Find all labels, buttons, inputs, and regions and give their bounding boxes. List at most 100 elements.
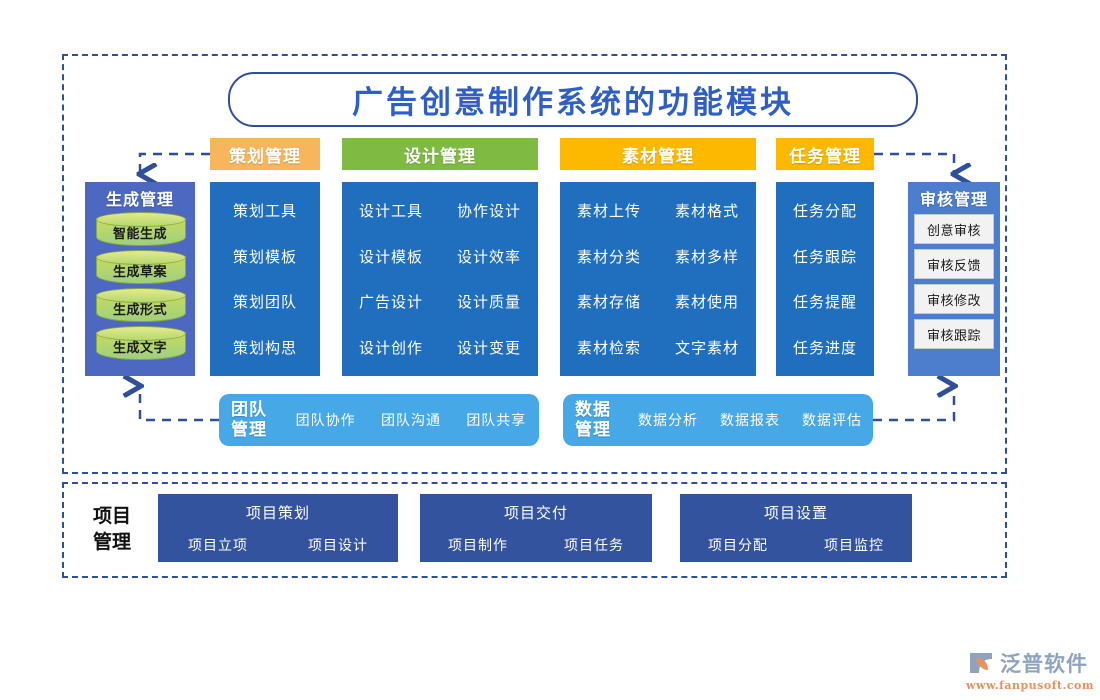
feature-cell[interactable]: 文字素材 — [674, 338, 739, 357]
table-row: 设计模板 设计效率 — [342, 234, 538, 280]
feature-cell[interactable]: 素材使用 — [674, 293, 739, 312]
cylinder-item[interactable]: 生成形式 — [96, 288, 186, 324]
feature-cell[interactable]: 任务提醒 — [792, 293, 857, 312]
cylinder-label: 智能生成 — [112, 227, 167, 242]
feature-cell[interactable]: 策划工具 — [232, 202, 297, 221]
team-item[interactable]: 团队协作 — [295, 413, 356, 429]
feature-cell[interactable]: 素材分类 — [576, 247, 641, 266]
table-row: 任务分配 — [776, 188, 874, 234]
module-audit[interactable]: 审核管理 创意审核 审核反馈 审核修改 审核跟踪 — [908, 182, 1000, 376]
feature-cell[interactable]: 设计变更 — [456, 338, 521, 357]
data-item[interactable]: 数据分析 — [638, 413, 698, 429]
module-team-title: 团队管理 — [231, 400, 267, 440]
feature-cell[interactable]: 任务跟踪 — [792, 247, 857, 266]
column-header-label: 任务管理 — [789, 146, 861, 167]
module-data[interactable]: 数据管理 数据分析 数据报表 数据评估 — [563, 394, 873, 446]
brand-logo: 泛普软件 www.fanpusoft.com — [966, 648, 1094, 694]
table-row: 策划团队 — [210, 279, 320, 325]
feature-cell[interactable]: 设计质量 — [456, 293, 521, 312]
project-sub-item[interactable]: 项目设计 — [308, 537, 368, 554]
table-row: 策划模板 — [210, 234, 320, 280]
feature-cell[interactable]: 策划团队 — [232, 293, 297, 312]
cylinder-label: 生成形式 — [112, 303, 167, 318]
feature-cell[interactable]: 素材上传 — [576, 202, 641, 221]
cylinder-item[interactable]: 智能生成 — [96, 212, 186, 248]
logo-row: 泛普软件 — [966, 648, 1094, 678]
module-data-title: 数据管理 — [575, 400, 611, 440]
feature-cell[interactable]: 策划模板 — [232, 247, 297, 266]
feature-cell[interactable]: 设计工具 — [358, 202, 423, 221]
feature-cell[interactable]: 任务分配 — [792, 202, 857, 221]
column-header-task[interactable]: 任务管理 — [776, 138, 874, 170]
project-label-line2: 管理 — [92, 531, 131, 553]
feature-cell[interactable]: 广告设计 — [358, 293, 423, 312]
module-generate-title: 生成管理 — [105, 190, 174, 209]
column-body-material: 素材上传 素材格式 素材分类 素材多样 素材存储 素材使用 素材检索 文字素材 — [560, 182, 756, 376]
audit-item[interactable]: 审核修改 — [914, 284, 994, 314]
feature-cell[interactable]: 素材存储 — [576, 293, 641, 312]
cylinder-top — [96, 250, 186, 265]
table-row: 任务提醒 — [776, 279, 874, 325]
table-row: 设计创作 设计变更 — [342, 325, 538, 371]
data-item[interactable]: 数据评估 — [802, 413, 862, 429]
column-header-material[interactable]: 素材管理 — [560, 138, 756, 170]
project-sub-item[interactable]: 项目监控 — [824, 537, 884, 554]
column-header-label: 素材管理 — [622, 146, 694, 167]
feature-cell[interactable]: 协作设计 — [456, 202, 521, 221]
project-sub-item[interactable]: 项目任务 — [564, 537, 624, 554]
table-row: 素材存储 素材使用 — [560, 279, 756, 325]
logo-url: www.fanpusoft.com — [966, 679, 1095, 692]
main-dashed-frame — [62, 54, 1007, 474]
cylinder-item[interactable]: 生成草案 — [96, 250, 186, 286]
audit-item[interactable]: 创意审核 — [914, 214, 994, 244]
module-data-items: 数据分析 数据报表 数据评估 — [627, 410, 873, 430]
table-row: 素材检索 文字素材 — [560, 325, 756, 371]
cylinder-top — [96, 326, 186, 341]
audit-item[interactable]: 审核反馈 — [914, 249, 994, 279]
project-box-subs: 项目制作 项目任务 — [420, 535, 652, 555]
audit-item[interactable]: 审核跟踪 — [914, 319, 994, 349]
page-title: 广告创意制作系统的功能模块 — [352, 85, 794, 121]
feature-cell[interactable]: 素材格式 — [674, 202, 739, 221]
column-header-label: 策划管理 — [229, 146, 301, 167]
logo-name: 泛普软件 — [1000, 652, 1088, 676]
project-box-delivery[interactable]: 项目交付 项目制作 项目任务 — [420, 494, 652, 562]
project-sub-item[interactable]: 项目立项 — [188, 537, 248, 554]
table-row: 任务跟踪 — [776, 234, 874, 280]
module-team[interactable]: 团队管理 团队协作 团队沟通 团队共享 — [219, 394, 539, 446]
module-generate[interactable]: 生成管理 智能生成 生成草案 生成形式 生成文字 — [85, 182, 195, 376]
column-header-design[interactable]: 设计管理 — [342, 138, 538, 170]
cylinder-top — [96, 288, 186, 303]
team-item[interactable]: 团队沟通 — [380, 413, 441, 429]
project-box-title: 项目交付 — [503, 503, 568, 522]
project-box-settings[interactable]: 项目设置 项目分配 项目监控 — [680, 494, 912, 562]
project-sub-item[interactable]: 项目制作 — [448, 537, 508, 554]
feature-cell[interactable]: 策划构思 — [232, 338, 297, 357]
project-management-label: 项目 管理 — [75, 498, 149, 560]
column-body-design: 设计工具 协作设计 设计模板 设计效率 广告设计 设计质量 设计创作 设计变更 — [342, 182, 538, 376]
column-body-task: 任务分配 任务跟踪 任务提醒 任务进度 — [776, 182, 874, 376]
feature-cell[interactable]: 设计创作 — [358, 338, 423, 357]
fanpu-logo-icon — [970, 653, 992, 673]
project-dashed-frame — [62, 482, 1007, 578]
team-item[interactable]: 团队共享 — [466, 413, 527, 429]
feature-cell[interactable]: 设计模板 — [358, 247, 423, 266]
cylinder-item[interactable]: 生成文字 — [96, 326, 186, 362]
data-item[interactable]: 数据报表 — [720, 413, 780, 429]
feature-cell[interactable]: 素材检索 — [576, 338, 641, 357]
feature-cell[interactable]: 设计效率 — [456, 247, 521, 266]
project-sub-item[interactable]: 项目分配 — [708, 537, 768, 554]
project-box-subs: 项目分配 项目监控 — [680, 535, 912, 555]
project-box-subs: 项目立项 项目设计 — [158, 535, 398, 555]
table-row: 素材分类 素材多样 — [560, 234, 756, 280]
column-header-planning[interactable]: 策划管理 — [210, 138, 320, 170]
diagram-title-box: 广告创意制作系统的功能模块 — [228, 72, 918, 127]
module-team-items: 团队协作 团队沟通 团队共享 — [283, 410, 539, 430]
table-row: 策划构思 — [210, 325, 320, 371]
column-body-planning: 策划工具 策划模板 策划团队 策划构思 — [210, 182, 320, 376]
project-box-planning[interactable]: 项目策划 项目立项 项目设计 — [158, 494, 398, 562]
table-row: 任务进度 — [776, 325, 874, 371]
feature-cell[interactable]: 素材多样 — [674, 247, 739, 266]
feature-cell[interactable]: 任务进度 — [792, 338, 857, 357]
